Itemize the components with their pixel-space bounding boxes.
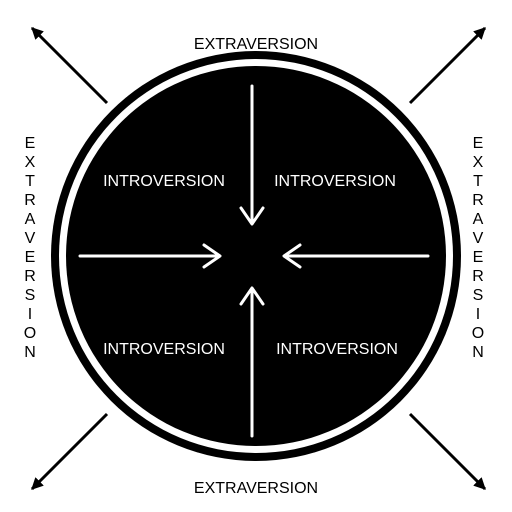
- arrow-up-right-icon: [408, 26, 487, 105]
- label-bottom: EXTRAVERSION: [194, 480, 318, 497]
- arrow-down-left-icon: [30, 412, 109, 491]
- arrow-down-icon: [239, 84, 265, 226]
- arrow-right-icon: [78, 243, 222, 269]
- label-top: EXTRAVERSION: [194, 36, 318, 53]
- arrow-up-icon: [239, 286, 265, 438]
- quadrant-top-left: INTROVERSION: [103, 173, 225, 190]
- inner-circle: [66, 66, 446, 446]
- quadrant-top-right: INTROVERSION: [274, 173, 396, 190]
- quadrant-bottom-left: INTROVERSION: [103, 341, 225, 358]
- arrow-down-right-icon: [408, 412, 487, 491]
- quadrant-bottom-right: INTROVERSION: [276, 341, 398, 358]
- arrow-left-icon: [282, 243, 430, 269]
- arrow-up-left-icon: [30, 26, 109, 105]
